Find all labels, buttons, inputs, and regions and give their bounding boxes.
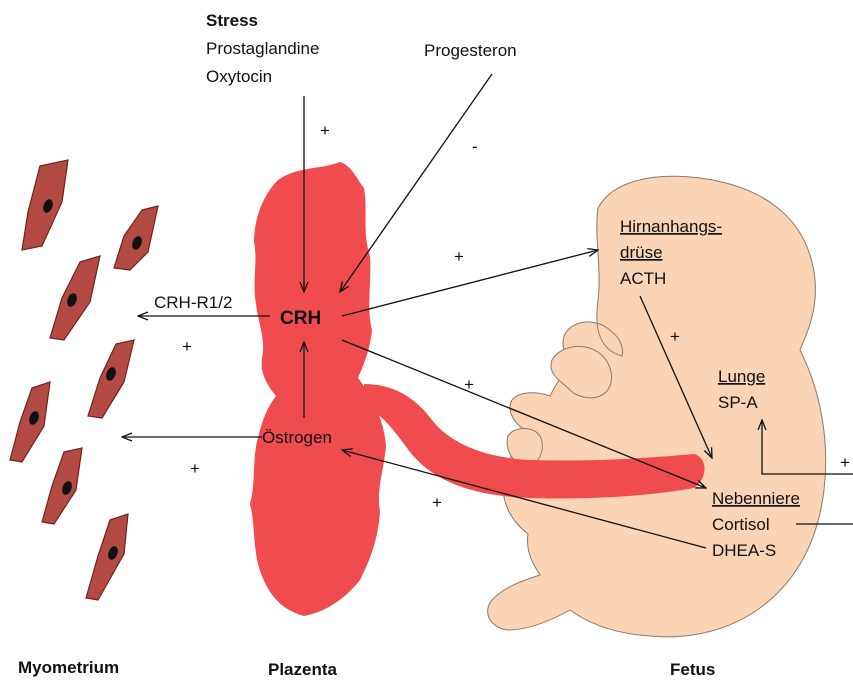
stress-label: Stress xyxy=(206,11,258,30)
prostaglandine-label: Prostaglandine xyxy=(206,39,319,58)
sign-crh-pituitary: + xyxy=(454,247,464,266)
progesteron-label: Progesteron xyxy=(424,41,517,60)
muscle-cell xyxy=(88,340,134,418)
spa-label: SP-A xyxy=(718,393,758,412)
muscle-cell xyxy=(42,448,82,524)
footer-myometrium: Myometrium xyxy=(18,658,119,677)
cortisol-label: Cortisol xyxy=(712,515,770,534)
sign-cortisol-lung: + xyxy=(840,453,850,472)
crh-label: CRH xyxy=(280,308,321,329)
crh-receptor-label: CRH-R1/2 xyxy=(154,293,232,312)
adrenal-label: Nebenniere xyxy=(712,489,800,508)
sign-acth-adrenal: + xyxy=(670,327,680,346)
muscle-cell xyxy=(86,514,128,600)
lung-label: Lunge xyxy=(718,367,765,386)
oestrogen-label: Östrogen xyxy=(262,428,332,447)
sign-crh-adrenal: + xyxy=(464,375,474,394)
pituitary-label-line2: drüse xyxy=(620,243,663,262)
sign-stress: + xyxy=(320,121,330,140)
dheas-label: DHEA-S xyxy=(712,541,776,560)
muscle-cell xyxy=(114,206,158,270)
muscle-cell xyxy=(10,382,50,462)
myometrium-cells xyxy=(10,160,158,600)
oxytocin-label: Oxytocin xyxy=(206,67,272,86)
sign-progesteron: - xyxy=(472,137,478,156)
sign-adrenal-oestrogen: + xyxy=(432,493,442,512)
arrow-progesteron-to-crh xyxy=(340,74,492,292)
footer-plazenta: Plazenta xyxy=(268,660,338,679)
arrow-crh-to-pituitary xyxy=(342,250,598,316)
muscle-cell xyxy=(22,160,68,250)
sign-crh-myometrium: + xyxy=(182,337,192,356)
acth-label: ACTH xyxy=(620,269,666,288)
footer-fetus: Fetus xyxy=(670,660,715,679)
sign-oestrogen-myometrium: + xyxy=(190,459,200,478)
pituitary-label-line1: Hirnanhangs- xyxy=(620,217,722,236)
muscle-cell xyxy=(50,256,100,340)
